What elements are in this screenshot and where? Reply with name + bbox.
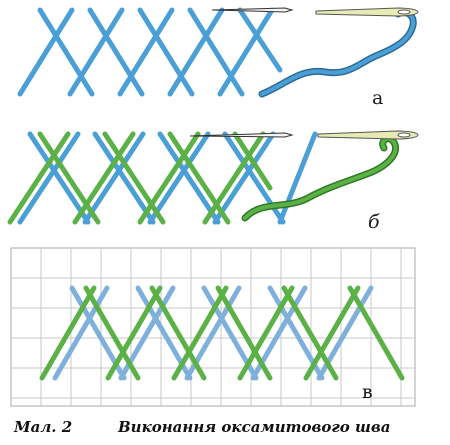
panel-b-green-stitches [7,131,273,225]
panel-a-label: а [372,87,383,109]
panel-a-thread [260,10,416,96]
panel-b-blue-stitches [17,131,318,225]
caption: Мал. 2 Виконання оксамитового шва [13,418,390,436]
panel-a: а [17,7,419,109]
panel-b-label: б [368,211,380,233]
panel-v-label: в [362,381,373,403]
panel-v-green-stitches [39,285,405,381]
caption-title: Виконання оксамитового шва [117,418,390,436]
panel-v: в [10,247,416,407]
panel-a-blue-stitches [17,7,283,97]
needle-icon [315,7,419,17]
panel-b-thread [243,136,398,220]
caption-number: Мал. 2 [13,418,72,436]
needle-icon [317,130,419,140]
needle-icon [189,132,294,138]
needle-icon [211,7,294,13]
panel-b: б [7,130,419,233]
panel-v-blue-stitches [52,285,374,381]
